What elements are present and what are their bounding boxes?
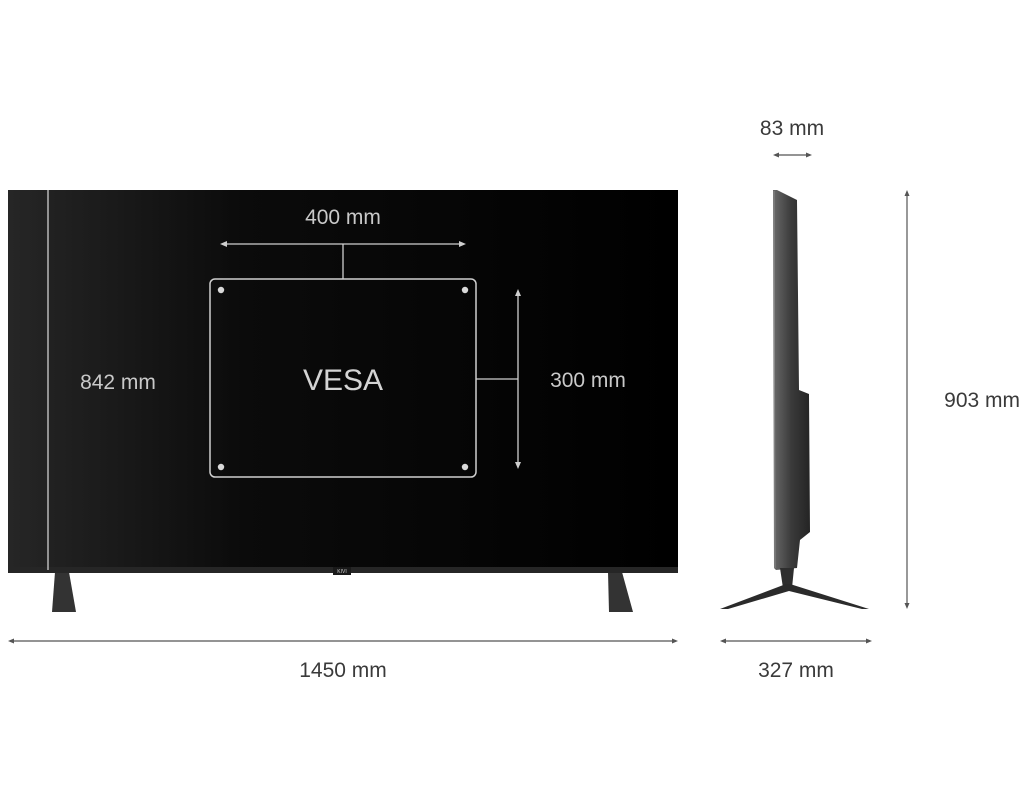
side-stand-neck (780, 568, 794, 588)
left-stand-leg (52, 572, 76, 612)
vesa-hole-top-right (461, 286, 469, 294)
front-view: KIVI 842 mm 400 mm VESA 300 mm 1450 mm (8, 190, 678, 682)
vesa-height-label: 300 mm (550, 369, 626, 392)
vesa-hole-top-left (217, 286, 225, 294)
side-stand-base (720, 584, 869, 609)
stand-depth-label: 327 mm (758, 659, 834, 682)
brand-logo: KIVI (337, 569, 346, 575)
panel-depth-label: 83 mm (760, 117, 824, 140)
vesa-width-arrow-right (459, 241, 466, 247)
vesa-mount-area (209, 278, 477, 478)
total-height-arrow-top (904, 190, 910, 196)
side-edge-highlight (773, 190, 776, 569)
vesa-hole-bottom-left (217, 463, 225, 471)
right-stand-leg (608, 572, 633, 612)
vesa-hole-bottom-right (461, 463, 469, 471)
width-arrow-right (672, 638, 678, 644)
vesa-height-arrow-top (515, 289, 521, 296)
total-height-arrow-bottom (904, 603, 910, 609)
tv-side-profile (773, 190, 810, 570)
brand-chin (333, 567, 351, 575)
screen-height-label: 842 mm (80, 371, 156, 394)
total-height-label: 903 mm (944, 389, 1020, 412)
vesa-label: VESA (303, 364, 383, 397)
stand-depth-arrow-left (720, 638, 726, 644)
vesa-width-arrow-left (220, 241, 227, 247)
side-view: 83 mm 327 mm 903 mm (720, 117, 1020, 682)
vesa-width-label: 400 mm (305, 206, 381, 229)
panel-depth-arrow-left (773, 152, 779, 158)
width-arrow-left (8, 638, 14, 644)
vesa-height-arrow-bottom (515, 462, 521, 469)
stand-depth-arrow-right (866, 638, 872, 644)
panel-depth-arrow-right (806, 152, 812, 158)
width-label: 1450 mm (299, 659, 387, 682)
